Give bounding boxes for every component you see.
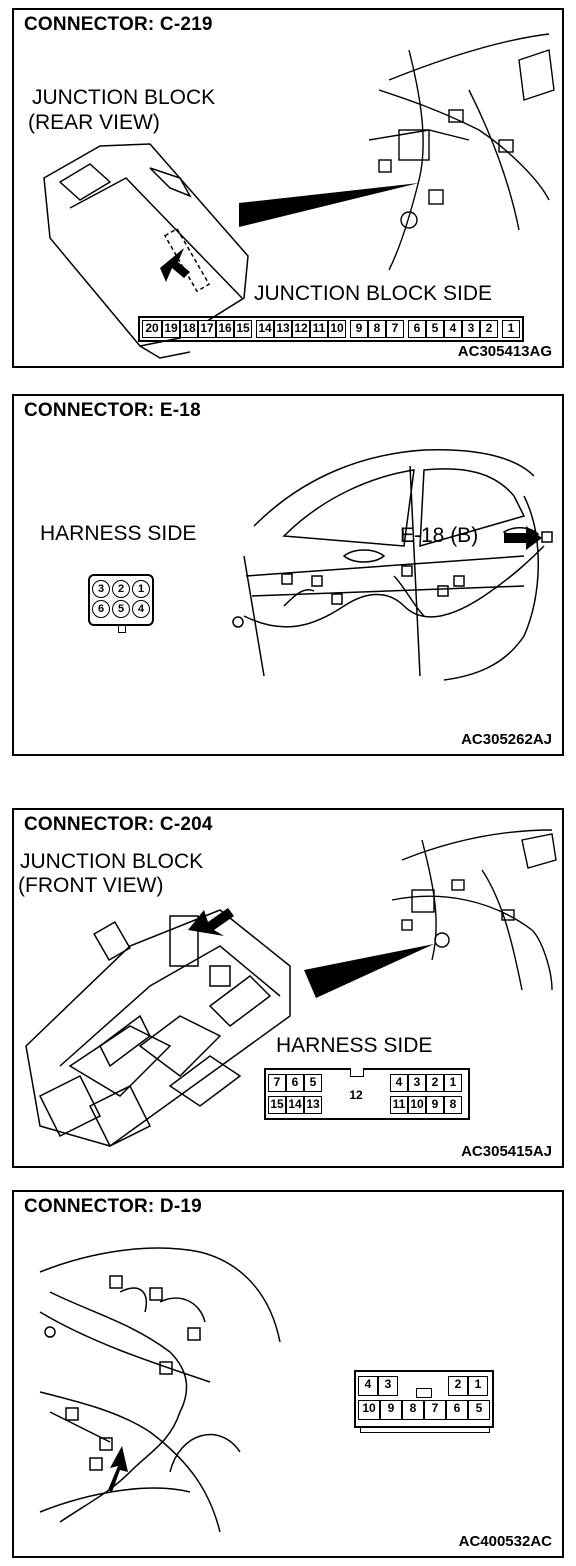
pin: 16 [216,320,234,338]
pin: 9 [350,320,368,338]
pin: 8 [444,1096,462,1114]
pin: 10 [328,320,346,338]
pin: 18 [180,320,198,338]
pin: 11 [310,320,328,338]
car-front-drawing [39,1247,281,1533]
panel-c219: CONNECTOR: C-219 JUNCTION BLOCK (REAR VI… [12,8,564,368]
harness-side-label: HARNESS SIDE [40,522,197,545]
arrow-icon [504,526,542,550]
panel-c204: CONNECTOR: C-204 JUNCTION BLOCK (FRONT V… [12,808,564,1168]
junction-block-label: JUNCTION BLOCK [32,86,216,109]
pin: 4 [444,320,462,338]
connector-key [416,1388,432,1398]
pin: 5 [112,600,130,618]
pin: 11 [390,1096,408,1114]
pointer-wedge [239,183,419,227]
pin: 5 [468,1400,490,1420]
pin: 9 [426,1096,444,1114]
harness-side-label: HARNESS SIDE [276,1034,433,1057]
pin: 2 [480,320,498,338]
view-label: (FRONT VIEW) [18,874,164,897]
panel-title: CONNECTOR: D-19 [24,1196,202,1217]
pin: 14 [286,1096,304,1114]
pin: 15 [234,320,252,338]
connector-key [350,1068,364,1077]
pin: 6 [92,600,110,618]
e18-connector: 3 2 1 6 5 4 [88,574,154,626]
pin: 4 [390,1074,408,1092]
connector-tab [118,626,126,633]
pin: 2 [448,1376,468,1396]
pin: 3 [92,580,110,598]
d19-connector: 4 3 2 1 10 9 8 7 6 5 [354,1370,494,1428]
pin: 5 [304,1074,322,1092]
figure-code: AC305415AJ [461,1143,552,1160]
dashboard-harness-drawing [368,33,555,271]
figure-code: AC305262AJ [461,731,552,748]
pin: 9 [380,1400,402,1420]
car-door-drawing [232,448,553,681]
pointer-wedge [304,944,434,998]
pin: 12 [326,1084,386,1106]
pin: 15 [268,1096,286,1114]
junction-block-side-label: JUNCTION BLOCK SIDE [254,282,493,305]
figure-code: AC305413AG [457,343,552,360]
pin: 1 [444,1074,462,1092]
panel-e18: CONNECTOR: E-18 HARNESS SIDE E-18 (B) 3 … [12,394,564,756]
pin: 19 [162,320,180,338]
pin: 4 [132,600,150,618]
pin: 8 [402,1400,424,1420]
pin: 2 [112,580,130,598]
dashboard-harness-drawing [391,829,557,991]
pin: 5 [426,320,444,338]
pin: 10 [408,1096,426,1114]
pin: 20 [142,320,162,338]
pin: 6 [408,320,426,338]
pin: 6 [446,1400,468,1420]
pin: 1 [132,580,150,598]
panel-title: CONNECTOR: E-18 [24,400,201,421]
pin: 3 [378,1376,398,1396]
c219-connector-pins: 20 19 18 17 16 15 14 13 12 11 10 9 8 7 6… [138,316,524,342]
pin: 3 [408,1074,426,1092]
pin: 8 [368,320,386,338]
pin: 7 [268,1074,286,1092]
connector-base [360,1428,490,1433]
pin: 6 [286,1074,304,1092]
pin: 10 [358,1400,380,1420]
pin: 12 [292,320,310,338]
pin: 7 [386,320,404,338]
pin: 14 [256,320,274,338]
figure-code: AC400532AC [458,1533,552,1550]
pin: 7 [424,1400,446,1420]
pin: 1 [502,320,520,338]
junction-block-label: JUNCTION BLOCK [20,850,204,873]
pin: 13 [304,1096,322,1114]
pin: 4 [358,1376,378,1396]
panel-title: CONNECTOR: C-204 [24,814,213,835]
view-label: (REAR VIEW) [28,111,160,134]
pin: 2 [426,1074,444,1092]
junction-block-drawing [43,143,249,359]
pin: 17 [198,320,216,338]
junction-block-drawing [25,908,291,1148]
pin: 3 [462,320,480,338]
panel-d19: CONNECTOR: D-19 4 3 [12,1190,564,1558]
pin: 1 [468,1376,488,1396]
panel-title: CONNECTOR: C-219 [24,14,213,35]
pin: 13 [274,320,292,338]
c204-connector: 7 6 5 4 3 2 1 15 14 13 12 11 10 9 8 [264,1068,470,1120]
